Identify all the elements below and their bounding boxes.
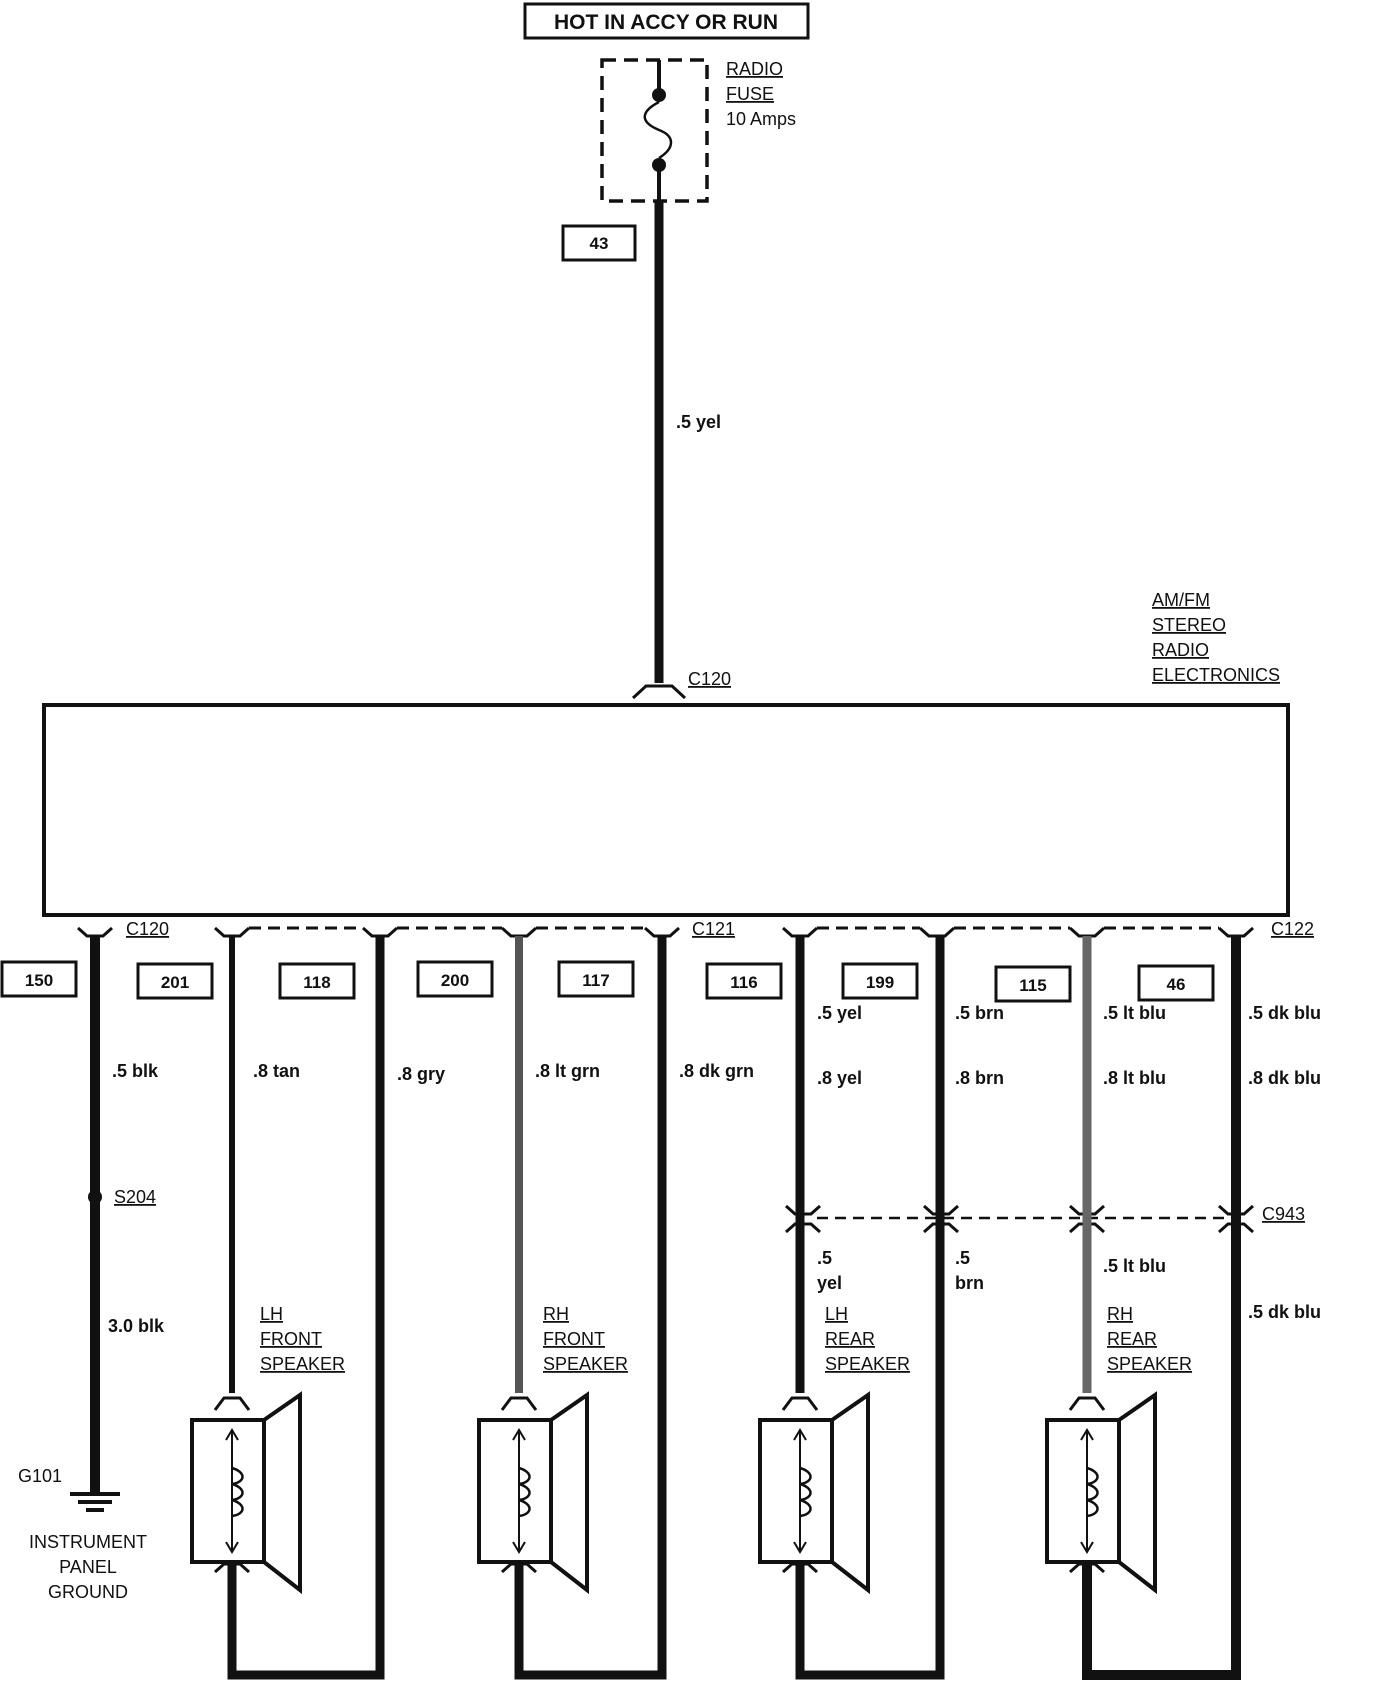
speaker-rh-front-label-1: RH: [543, 1304, 569, 1324]
title-box: [523, 2, 810, 40]
module-label-4: ELECTRONICS: [1152, 665, 1280, 685]
circuit-118: 118: [303, 973, 330, 992]
speaker-lh-rear-label-1: LH: [825, 1304, 848, 1324]
fuse-rating: 10 Amps: [726, 109, 796, 129]
speaker-lh-front-label-3: SPEAKER: [260, 1354, 345, 1374]
circuit-117: 117: [582, 971, 609, 990]
wire-label-46-top: .5 dk blu: [1248, 1003, 1321, 1023]
wire-label-115-top: .5 lt blu: [1103, 1003, 1166, 1023]
wire-label-199-bot-2: brn: [955, 1273, 984, 1293]
speaker-lh-rear-label-3: SPEAKER: [825, 1354, 910, 1374]
speaker-lh-front-icon: [190, 1391, 302, 1595]
connector-c120: C120: [126, 919, 169, 939]
ground-id: G101: [18, 1466, 62, 1486]
wire-199: [795, 936, 945, 1680]
connector-c120-top-icon: [631, 684, 687, 700]
bottom-connectors: [77, 926, 1254, 938]
radio-module: [42, 703, 1290, 917]
title: HOT IN ACCY OR RUN: [554, 11, 778, 34]
fuse-icon: [643, 60, 673, 201]
wire-label-115-mid: .8 lt blu: [1103, 1068, 1166, 1088]
speaker-lh-rear-icon: [758, 1391, 870, 1595]
wire-label-201: .8 tan: [253, 1061, 300, 1081]
fuse-box: [600, 58, 709, 203]
wire-label-118: .8 gry: [397, 1064, 445, 1084]
fuse-label-1: RADIO: [726, 59, 783, 79]
wire-label-ground-bottom: 3.0 blk: [108, 1316, 165, 1336]
wire-label-200: .8 lt grn: [535, 1061, 600, 1081]
speaker-rh-front-label-2: FRONT: [543, 1329, 605, 1349]
circuit-43: 43: [590, 234, 609, 253]
wire-label-46-bot: .5 dk blu: [1248, 1302, 1321, 1322]
circuit-boxes: [0, 960, 1215, 1003]
wire-label-116-top: .5 yel: [817, 1003, 862, 1023]
speaker-rh-front-icon: [477, 1391, 589, 1595]
connector-c121: C121: [692, 919, 735, 939]
circuit-115: 115: [1019, 976, 1046, 995]
wire-label-116-bot-1: .5: [817, 1248, 832, 1268]
connector-c122: C122: [1271, 919, 1314, 939]
speaker-rh-front-label-3: SPEAKER: [543, 1354, 628, 1374]
circuit-box-43: [561, 224, 637, 262]
module-label-1: AM/FM: [1152, 590, 1210, 610]
circuit-200: 200: [441, 971, 469, 990]
speaker-rh-rear-icon: [1045, 1391, 1157, 1595]
wire-label-115-bot: .5 lt blu: [1103, 1256, 1166, 1276]
circuit-201: 201: [161, 973, 189, 992]
wire-label-199-top: .5 brn: [955, 1003, 1004, 1023]
connector-c120-top: C120: [688, 669, 731, 689]
circuit-46: 46: [1167, 975, 1186, 994]
speaker-lh-front-label-1: LH: [260, 1304, 283, 1324]
wire-label-199-mid: .8 brn: [955, 1068, 1004, 1088]
wire-46: [1082, 936, 1241, 1680]
fuse-label-2: FUSE: [726, 84, 774, 104]
wire-label-116-bot-2: yel: [817, 1273, 842, 1293]
ground-label-1: INSTRUMENT: [29, 1532, 147, 1552]
wire-label-116-mid: .8 yel: [817, 1068, 862, 1088]
speaker-lh-rear-label-2: REAR: [825, 1329, 875, 1349]
speaker-rh-rear-label-2: REAR: [1107, 1329, 1157, 1349]
wire-118: [227, 936, 385, 1680]
wire-label-ground-top: .5 blk: [112, 1061, 159, 1081]
wire-117: [514, 936, 667, 1680]
wire-label-199-bot-1: .5: [955, 1248, 970, 1268]
wire-label-46-mid: .8 dk blu: [1248, 1068, 1321, 1088]
circuit-150: 150: [25, 971, 53, 990]
wire-label-117: .8 dk grn: [679, 1061, 754, 1081]
speaker-rh-rear-label-1: RH: [1107, 1304, 1133, 1324]
splice-s204-dot: [88, 1190, 102, 1204]
ground-label-2: PANEL: [59, 1557, 117, 1577]
connector-c943: C943: [1262, 1204, 1305, 1224]
speaker-lh-front-label-2: FRONT: [260, 1329, 322, 1349]
ground-icon: [70, 1492, 120, 1512]
wire-label-43: .5 yel: [676, 412, 721, 432]
splice-s204: S204: [114, 1187, 156, 1207]
ground-label-3: GROUND: [48, 1582, 128, 1602]
speaker-rh-rear-label-3: SPEAKER: [1107, 1354, 1192, 1374]
circuit-199: 199: [866, 973, 894, 992]
circuit-116: 116: [730, 973, 757, 992]
module-label-2: STEREO: [1152, 615, 1226, 635]
module-label-3: RADIO: [1152, 640, 1209, 660]
